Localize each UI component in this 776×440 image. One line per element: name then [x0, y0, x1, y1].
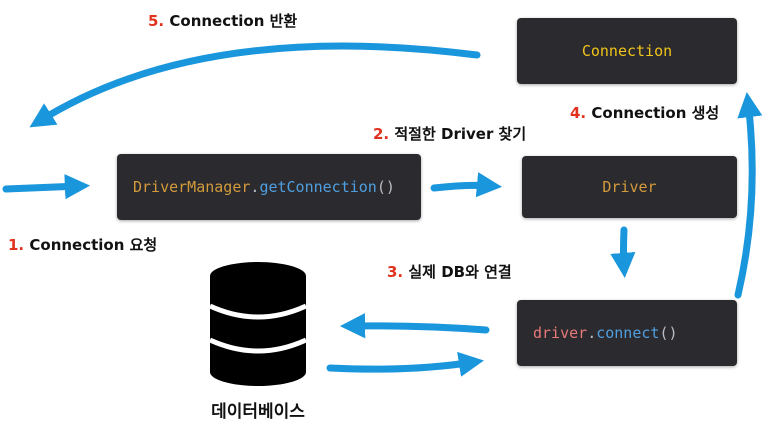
step-1-number: 1.	[8, 236, 25, 254]
driver-manager-code: DriverManager.getConnection()	[117, 178, 395, 196]
driver-connect-parens: ()	[659, 324, 678, 342]
step-1-label: 1. Connection 요청	[8, 234, 157, 255]
step-5-number: 5.	[148, 12, 165, 30]
arrow-request	[2, 174, 91, 200]
step-3-text: 실제 DB와 연결	[408, 263, 512, 281]
step-5-label: 5. Connection 반환	[148, 10, 297, 31]
driver-manager-box: DriverManager.getConnection()	[117, 154, 421, 220]
step-2-label: 2. 적절한 Driver 찾기	[373, 123, 526, 144]
driver-box: Driver	[522, 156, 737, 218]
step-4-text: Connection 생성	[591, 104, 720, 122]
driver-manager-parens: ()	[376, 178, 395, 196]
arrow-connect-to-db	[339, 313, 490, 339]
arrow-driver-to-connect	[610, 226, 636, 279]
driver-connect-box: driver.connect()	[517, 300, 737, 366]
driver-connect-code: driver.connect()	[517, 324, 678, 342]
step-3-label: 3. 실제 DB와 연결	[387, 261, 512, 282]
arrow-db-to-connect	[326, 351, 484, 377]
step-2-text: 적절한 Driver 찾기	[394, 125, 527, 143]
step-5-text: Connection 반환	[169, 12, 298, 30]
driver-manager-method: getConnection	[259, 178, 377, 196]
connection-box-label: Connection	[581, 42, 673, 60]
driver-manager-dot: .	[250, 178, 260, 196]
step-1-text: Connection 요청	[29, 236, 158, 254]
step-4-number: 4.	[570, 104, 587, 122]
driver-box-label: Driver	[602, 178, 657, 196]
driver-connect-dot: .	[587, 324, 597, 342]
database-label: 데이터베이스	[211, 402, 305, 422]
database-icon	[210, 262, 306, 386]
step-3-number: 3.	[387, 263, 404, 281]
arrow-return-connection	[29, 42, 481, 128]
step-4-label: 4. Connection 생성	[570, 102, 719, 123]
driver-connect-object: driver	[533, 324, 588, 342]
arrow-find-driver	[430, 172, 503, 198]
connection-box: Connection	[517, 18, 737, 84]
arrow-create-connection	[734, 91, 763, 299]
step-2-number: 2.	[373, 125, 390, 143]
driver-manager-class: DriverManager	[133, 178, 251, 196]
driver-connect-method: connect	[596, 324, 660, 342]
